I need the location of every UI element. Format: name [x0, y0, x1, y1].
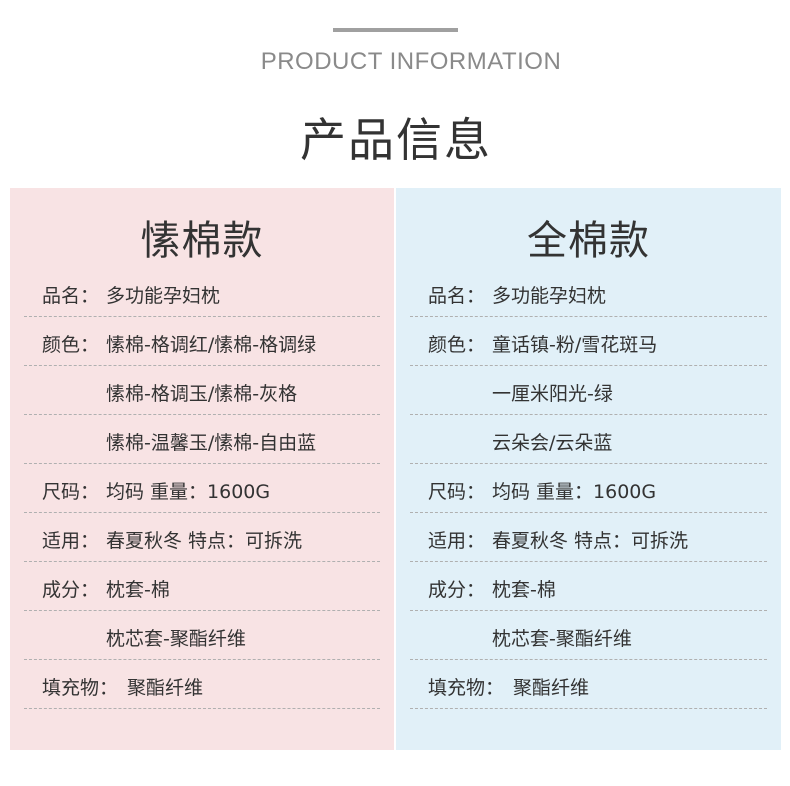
spec-value: 云朵会/云朵蓝: [492, 432, 613, 454]
spec-row-color-cont: 一厘米阳光-绿: [410, 366, 767, 415]
section-title: 产品信息: [300, 113, 492, 167]
panel-title: 愫棉款: [140, 218, 264, 264]
spec-value: 聚酯纤维: [127, 677, 204, 699]
spec-key: 成分：: [42, 579, 100, 601]
spec-key: 品名：: [42, 285, 100, 307]
spec-row-season: 适用： 春夏秋冬 特点：可拆洗: [410, 513, 767, 562]
spec-key: 颜色：: [42, 334, 100, 356]
spec-key: 尺码：: [42, 481, 100, 503]
panel-title: 全棉款: [527, 218, 650, 264]
spec-value: 多功能孕妇枕: [492, 285, 607, 307]
spec-value: 春夏秋冬 特点：可拆洗: [492, 530, 689, 552]
spec-value: 枕套-棉: [492, 579, 556, 601]
spec-key: 填充物：: [42, 677, 119, 699]
spec-key: 尺码：: [428, 481, 486, 503]
spec-key: 颜色：: [428, 334, 486, 356]
spec-key: 品名：: [428, 285, 486, 307]
spec-row-color: 颜色： 愫棉-格调红/愫棉-格调绿: [24, 317, 380, 366]
spec-value: 枕芯套-聚酯纤维: [106, 628, 246, 650]
spec-value: 一厘米阳光-绿: [492, 383, 613, 405]
spec-value: 童话镇-粉/雪花斑马: [492, 334, 658, 356]
spec-row-name: 品名： 多功能孕妇枕: [410, 268, 767, 317]
panel-sumian: 愫棉款 品名： 多功能孕妇枕 颜色： 愫棉-格调红/愫棉-格调绿 愫棉-格调玉/愫棉…: [10, 188, 394, 750]
spec-value: 愫棉-格调玉/愫棉-灰格: [106, 383, 298, 405]
spec-value: 春夏秋冬 特点：可拆洗: [106, 530, 303, 552]
spec-row-size: 尺码： 均码 重量：1600G: [24, 464, 380, 513]
spec-row-material-cont: 枕芯套-聚酯纤维: [24, 611, 380, 660]
section-subtitle: PRODUCT INFORMATION: [260, 48, 562, 75]
spec-row-color-cont: 愫棉-格调玉/愫棉-灰格: [24, 366, 380, 415]
spec-value: 均码 重量：1600G: [106, 481, 271, 503]
spec-row-color-cont: 愫棉-温馨玉/愫棉-自由蓝: [24, 415, 380, 464]
spec-list: 品名：多功能孕妇枕 颜色：童话镇-粉/雪花斑马 一厘米阳光-绿 云朵会/云朵蓝 …: [410, 268, 767, 709]
spec-row-material: 成分： 枕套-棉: [410, 562, 767, 611]
spec-key: 填充物：: [428, 677, 505, 699]
spec-row-size: 尺码： 均码 重量：1600G: [410, 464, 767, 513]
spec-row-season: 适用： 春夏秋冬 特点：可拆洗: [24, 513, 380, 562]
panel-quanmian: 全棉款 品名： 多功能孕妇枕 颜色： 童话镇-粉/雪花斑马 一厘米阳光-绿 云朵会/…: [396, 188, 781, 750]
spec-value: 愫棉-温馨玉/愫棉-自由蓝: [106, 432, 317, 454]
spec-key: 适用：: [428, 530, 486, 552]
spec-row-name: 品名： 多功能孕妇枕: [24, 268, 380, 317]
spec-value: 多功能孕妇枕: [106, 285, 221, 307]
spec-value: 聚酯纤维: [513, 677, 590, 699]
spec-key: 适用：: [42, 530, 100, 552]
spec-row-filling: 填充物： 聚酯纤维: [410, 660, 767, 709]
spec-row-color-cont: 云朵会/云朵蓝: [410, 415, 767, 464]
spec-row-color: 颜色： 童话镇-粉/雪花斑马: [410, 317, 767, 366]
spec-value: 枕芯套-聚酯纤维: [492, 628, 632, 650]
spec-value: 均码 重量：1600G: [492, 481, 657, 503]
spec-list: 品名：多功能孕妇枕 颜色：愫棉-格调红/愫棉-格调绿 愫棉-格调玉/愫棉-灰格 …: [24, 268, 380, 709]
spec-value: 枕套-棉: [106, 579, 170, 601]
spec-row-filling: 填充物： 聚酯纤维: [24, 660, 380, 709]
spec-key: 成分：: [428, 579, 486, 601]
spec-row-material: 成分： 枕套-棉: [24, 562, 380, 611]
spec-value: 愫棉-格调红/愫棉-格调绿: [106, 334, 317, 356]
top-divider-bar: [333, 28, 458, 32]
spec-row-material-cont: 枕芯套-聚酯纤维: [410, 611, 767, 660]
